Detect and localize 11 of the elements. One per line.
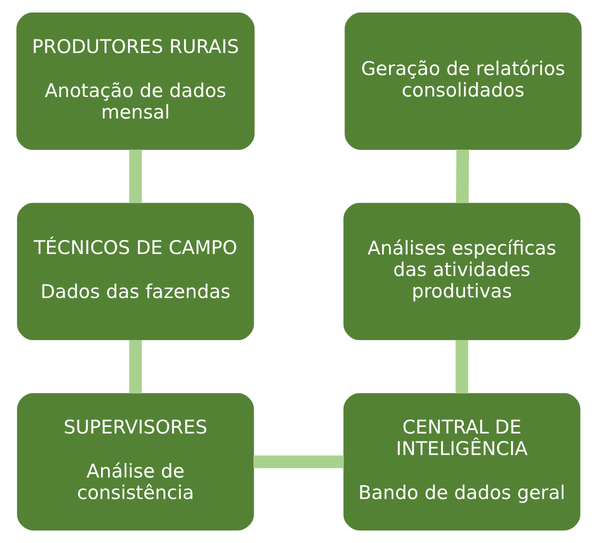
node-box: PRODUTORES RURAIS Anotação de dados mensal <box>16 12 254 150</box>
connector <box>456 150 468 204</box>
connector <box>128 340 142 394</box>
connector <box>128 150 142 204</box>
node-box: CENTRAL DE INTELIGÊNCIA Bando de dados geral <box>342 393 580 530</box>
node-box: Análises específicas das atividades produtivas <box>342 202 580 340</box>
node-box: TÉCNICOS DE CAMPO Dados das fazendas <box>16 202 254 340</box>
connector <box>455 340 468 394</box>
connector <box>252 455 344 468</box>
node-box: SUPERVISORES Análise de consistência <box>16 393 254 530</box>
node-box: Geração de relatórios consolidados <box>344 12 582 150</box>
